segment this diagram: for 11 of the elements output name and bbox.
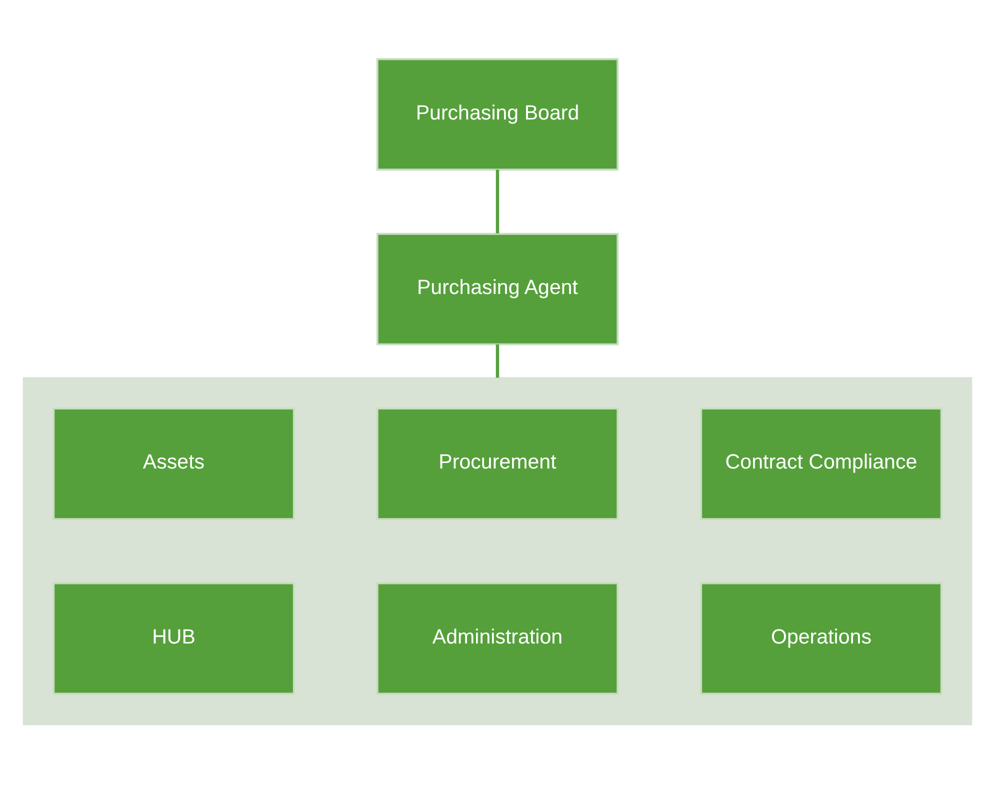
cluster xyxy=(22,376,972,725)
node-box: Administration xyxy=(376,582,619,694)
node-box: Procurement xyxy=(376,407,619,520)
node-box: Assets xyxy=(52,407,295,520)
node-box: Purchasing Board xyxy=(376,58,619,170)
node-box: Purchasing Agent xyxy=(376,232,619,345)
node-box: Contract Compliance xyxy=(700,407,942,520)
connector xyxy=(496,344,500,378)
connector xyxy=(496,169,500,233)
node-box: HUB xyxy=(52,582,295,694)
node-box: Operations xyxy=(700,582,942,694)
